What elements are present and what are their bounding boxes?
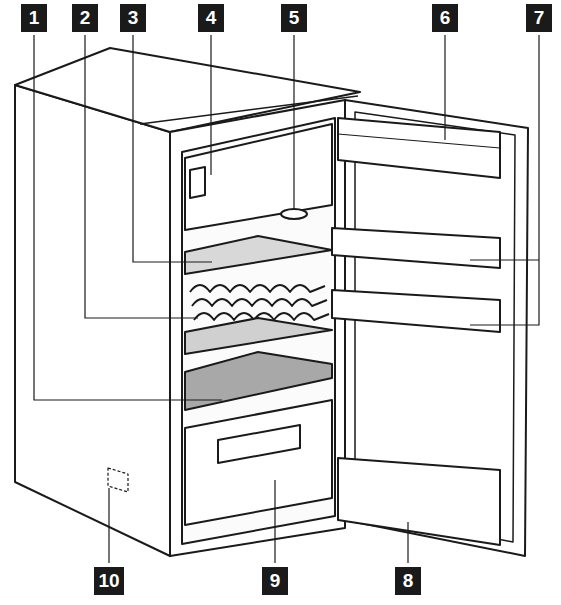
callout-number: 10 (94, 567, 123, 595)
leader-lines (34, 35, 539, 563)
door-shelf (332, 228, 500, 268)
wine-rack (190, 285, 329, 320)
front-frame (170, 100, 345, 556)
glass-shelf (185, 318, 332, 354)
callout-number: 7 (526, 4, 552, 32)
callout-number: 6 (432, 4, 458, 32)
callout-number: 8 (395, 567, 421, 595)
glass-shelf (185, 236, 332, 274)
light (281, 209, 307, 219)
rating-plate (108, 468, 128, 492)
door-shelf (332, 290, 500, 332)
glass-shelf (185, 352, 332, 410)
freezer-compartment (185, 124, 332, 230)
crisper-drawer (185, 400, 332, 525)
freezer-handle (190, 167, 205, 198)
interior (182, 118, 335, 544)
drawer-handle (218, 425, 300, 463)
callout-number: 5 (281, 4, 307, 32)
callout-number: 1 (21, 4, 47, 32)
callout-number: 3 (120, 4, 146, 32)
callout-number: 2 (72, 4, 98, 32)
door-shelf (338, 118, 500, 178)
callout-number: 9 (262, 567, 288, 595)
bottle-shelf (338, 458, 500, 545)
door-shelf-edge (338, 134, 500, 148)
side-panel (15, 85, 170, 556)
callout-number: 4 (198, 4, 224, 32)
